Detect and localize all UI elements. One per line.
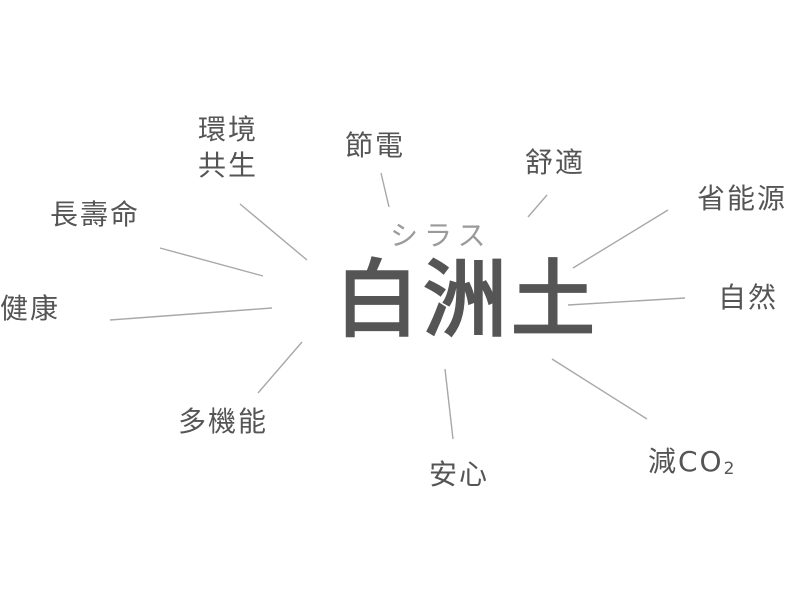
ray-chojumei [159, 247, 264, 277]
keyword-kenko: 健康 [0, 292, 61, 325]
ray-kankyo [239, 203, 308, 261]
keyword-shonogen: 省能源 [697, 182, 788, 215]
center-ruby: シラス [390, 219, 492, 252]
keyword-takino: 多機能 [178, 405, 269, 438]
keyword-kankyo-line1: 環境 [198, 113, 259, 146]
ray-shizen [567, 297, 686, 306]
keyword-kankyo-line2: 共生 [198, 149, 259, 182]
ray-shonogen [572, 209, 669, 269]
ray-takino [257, 341, 303, 394]
keyword-shizen: 自然 [718, 281, 779, 314]
ray-joteki [527, 194, 548, 218]
ray-gen-co2 [551, 358, 648, 420]
keyword-gen-co2-subscript: 2 [723, 459, 735, 479]
center-title: 白洲土 [335, 251, 600, 349]
keyword-anshin: 安心 [429, 458, 490, 491]
keyword-kankyo: 環境 共生 [198, 112, 258, 184]
keyword-joteki: 舒適 [525, 146, 586, 179]
ray-anshin [444, 368, 454, 440]
keyword-gen-co2: 減CO2 [648, 444, 734, 487]
keyword-setsuden: 節電 [345, 129, 406, 162]
keyword-chojumei: 長壽命 [50, 198, 141, 231]
keyword-gen-co2-main: 減CO [648, 445, 724, 478]
ray-setsuden [380, 172, 390, 208]
ray-kenko [109, 307, 273, 321]
